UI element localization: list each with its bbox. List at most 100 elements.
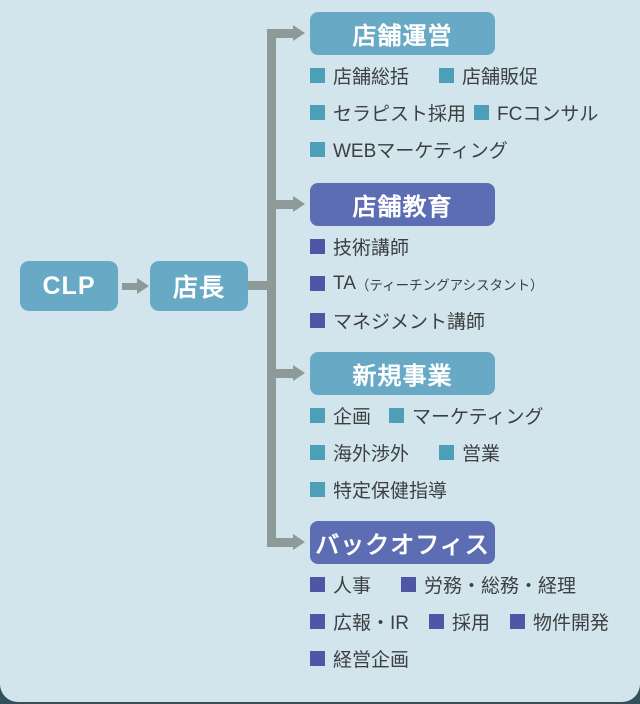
item-label: 企画 — [333, 407, 372, 428]
square-bullet-icon — [389, 408, 405, 423]
item-label: マーケティング — [412, 407, 544, 428]
item-label: 技術講師 — [333, 238, 410, 259]
section-title: バックオフィス — [315, 532, 490, 559]
trunk-line — [267, 29, 276, 547]
section-items: 技術講師 TA（ティーチングアシスタント） マネジメント講師 — [310, 228, 632, 339]
square-bullet-icon — [310, 408, 325, 423]
list-item: 特定保健指導 — [310, 476, 447, 503]
section-items: 人事 労務・総務・経理 広報・IR 採用 — [310, 566, 632, 677]
section-header: バックオフィス — [310, 521, 495, 564]
section-items: 店舗総括 店舗販促 セラピスト採用 FCコンサル — [310, 57, 632, 168]
item-label: 労務・総務・経理 — [424, 576, 577, 597]
section-title: 店舗運営 — [352, 23, 453, 50]
clp-node: CLP — [20, 261, 118, 311]
item-label: FCコンサル — [497, 104, 599, 125]
list-item: マネジメント講師 — [310, 307, 485, 334]
item-label: 採用 — [452, 613, 491, 634]
branch-shaft — [267, 538, 295, 547]
square-bullet-icon — [401, 577, 417, 592]
item-label: 人事 — [333, 576, 372, 597]
item-row: 技術講師 — [310, 228, 632, 265]
item-label: セラピスト採用 — [333, 104, 467, 125]
section-items: 企画 マーケティング 海外渉外 営業 — [310, 397, 632, 508]
square-bullet-icon — [310, 276, 325, 291]
list-item: TA（ティーチングアシスタント） — [310, 273, 544, 295]
list-item: 海外渉外 — [310, 439, 409, 466]
item-row: 経営企画 — [310, 640, 632, 677]
list-item: 企画 — [310, 402, 371, 429]
item-label: 物件開発 — [533, 613, 610, 634]
branch-head-icon — [293, 365, 305, 381]
square-bullet-icon — [474, 105, 490, 120]
branch-head-icon — [293, 196, 305, 212]
item-label: 広報・IR — [333, 613, 410, 634]
item-sublabel: （ティーチングアシスタント） — [355, 277, 544, 293]
item-row: 人事 労務・総務・経理 — [310, 566, 632, 603]
arrow-head-icon — [137, 278, 149, 294]
manager-label: 店長 — [172, 274, 225, 302]
item-label: WEBマーケティング — [333, 141, 508, 162]
branch-shaft — [267, 369, 295, 378]
list-item: 物件開発 — [510, 608, 609, 635]
square-bullet-icon — [439, 68, 455, 83]
item-row: WEBマーケティング — [310, 131, 632, 168]
item-row: 店舗総括 店舗販促 — [310, 57, 632, 94]
item-label: 海外渉外 — [333, 444, 410, 465]
item-label: 経営企画 — [333, 650, 410, 671]
section-store-training: 店舗教育 技術講師 TA（ティーチングアシスタント） — [310, 183, 632, 339]
list-item: 営業 — [439, 439, 500, 466]
branch-head-icon — [293, 25, 305, 41]
section-header: 店舗運営 — [310, 12, 495, 55]
section-header: 店舗教育 — [310, 183, 495, 226]
list-item: 人事 — [310, 571, 371, 598]
item-label: マネジメント講師 — [333, 312, 486, 333]
item-label: TA — [333, 272, 356, 294]
section-new-business: 新規事業 企画 マーケティング 海外渉外 — [310, 352, 632, 508]
arrow-shaft — [122, 283, 139, 290]
list-item: 広報・IR — [310, 608, 409, 635]
branch-shaft — [267, 29, 295, 38]
section-back-office: バックオフィス 人事 労務・総務・経理 広報・IR — [310, 521, 632, 677]
item-label: 店舗販促 — [462, 67, 539, 88]
section-title: 新規事業 — [352, 363, 453, 390]
list-item: FCコンサル — [474, 99, 598, 126]
item-label: 店舗総括 — [333, 67, 410, 88]
item-row: TA（ティーチングアシスタント） — [310, 265, 632, 302]
list-item: マーケティング — [389, 402, 544, 429]
square-bullet-icon — [310, 313, 325, 328]
square-bullet-icon — [310, 482, 325, 497]
square-bullet-icon — [310, 651, 325, 666]
item-row: セラピスト採用 FCコンサル — [310, 94, 632, 131]
square-bullet-icon — [310, 68, 325, 83]
manager-node: 店長 — [150, 261, 248, 311]
list-item: WEBマーケティング — [310, 136, 508, 163]
clp-label: CLP — [42, 271, 96, 300]
list-item: 店舗販促 — [439, 62, 538, 89]
list-item: 労務・総務・経理 — [401, 571, 576, 598]
square-bullet-icon — [310, 105, 325, 120]
square-bullet-icon — [310, 614, 325, 629]
list-item: セラピスト採用 — [310, 99, 466, 126]
branch-head-icon — [293, 534, 305, 550]
item-row: 海外渉外 営業 — [310, 434, 632, 471]
item-label: 特定保健指導 — [333, 481, 448, 502]
square-bullet-icon — [310, 239, 325, 254]
manager-trunk-connector — [248, 281, 270, 290]
list-item: 店舗総括 — [310, 62, 409, 89]
list-item: 採用 — [429, 608, 490, 635]
item-row: マネジメント講師 — [310, 302, 632, 339]
branch-shaft — [267, 200, 295, 209]
square-bullet-icon — [429, 614, 445, 629]
item-row: 特定保健指導 — [310, 471, 632, 508]
square-bullet-icon — [510, 614, 526, 629]
square-bullet-icon — [439, 445, 455, 460]
square-bullet-icon — [310, 142, 325, 157]
section-title: 店舗教育 — [352, 194, 453, 221]
list-item: 経営企画 — [310, 645, 409, 672]
item-row: 広報・IR 採用 物件開発 — [310, 603, 632, 640]
section-header: 新規事業 — [310, 352, 495, 395]
list-item: 技術講師 — [310, 233, 409, 260]
item-label: 営業 — [462, 444, 501, 465]
